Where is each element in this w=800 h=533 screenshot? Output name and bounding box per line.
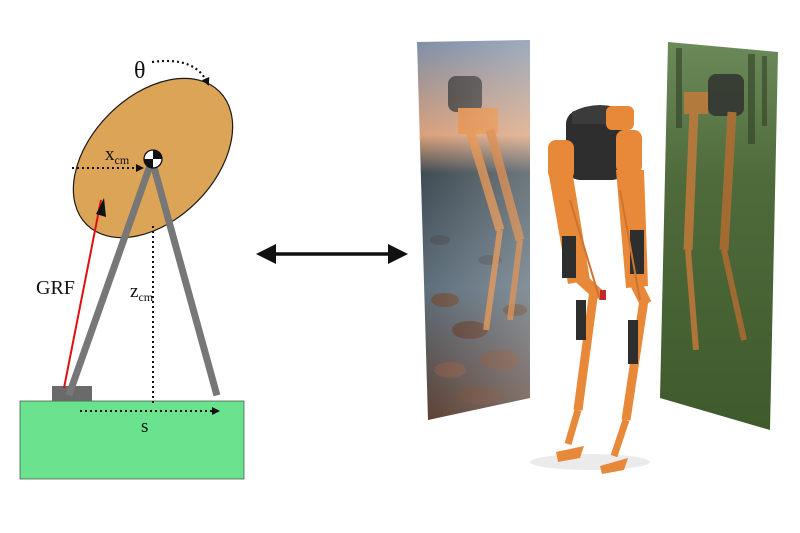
mirror-panel-beach <box>417 40 530 420</box>
theta-arrow <box>151 59 210 86</box>
right-leg <box>147 155 221 397</box>
center-of-mass-marker <box>143 149 163 169</box>
bipedal-robot <box>548 105 652 474</box>
floor-shadow <box>530 454 650 470</box>
grf-arrow <box>63 199 102 389</box>
z-cm-label: zcm <box>130 281 154 304</box>
grf-arrowhead <box>96 198 106 217</box>
simplified-model: xcm zcm s GRF θ <box>19 58 245 480</box>
left-leg <box>65 155 157 397</box>
correspondence-arrow <box>256 244 408 264</box>
grf-label: GRF <box>36 277 75 299</box>
ground-block <box>19 400 245 480</box>
robot-scene <box>417 40 778 474</box>
theta-label: θ <box>134 58 146 84</box>
x-cm-label: xcm <box>105 144 130 167</box>
mirror-panel-forest <box>660 42 778 430</box>
s-label: s <box>141 416 148 437</box>
